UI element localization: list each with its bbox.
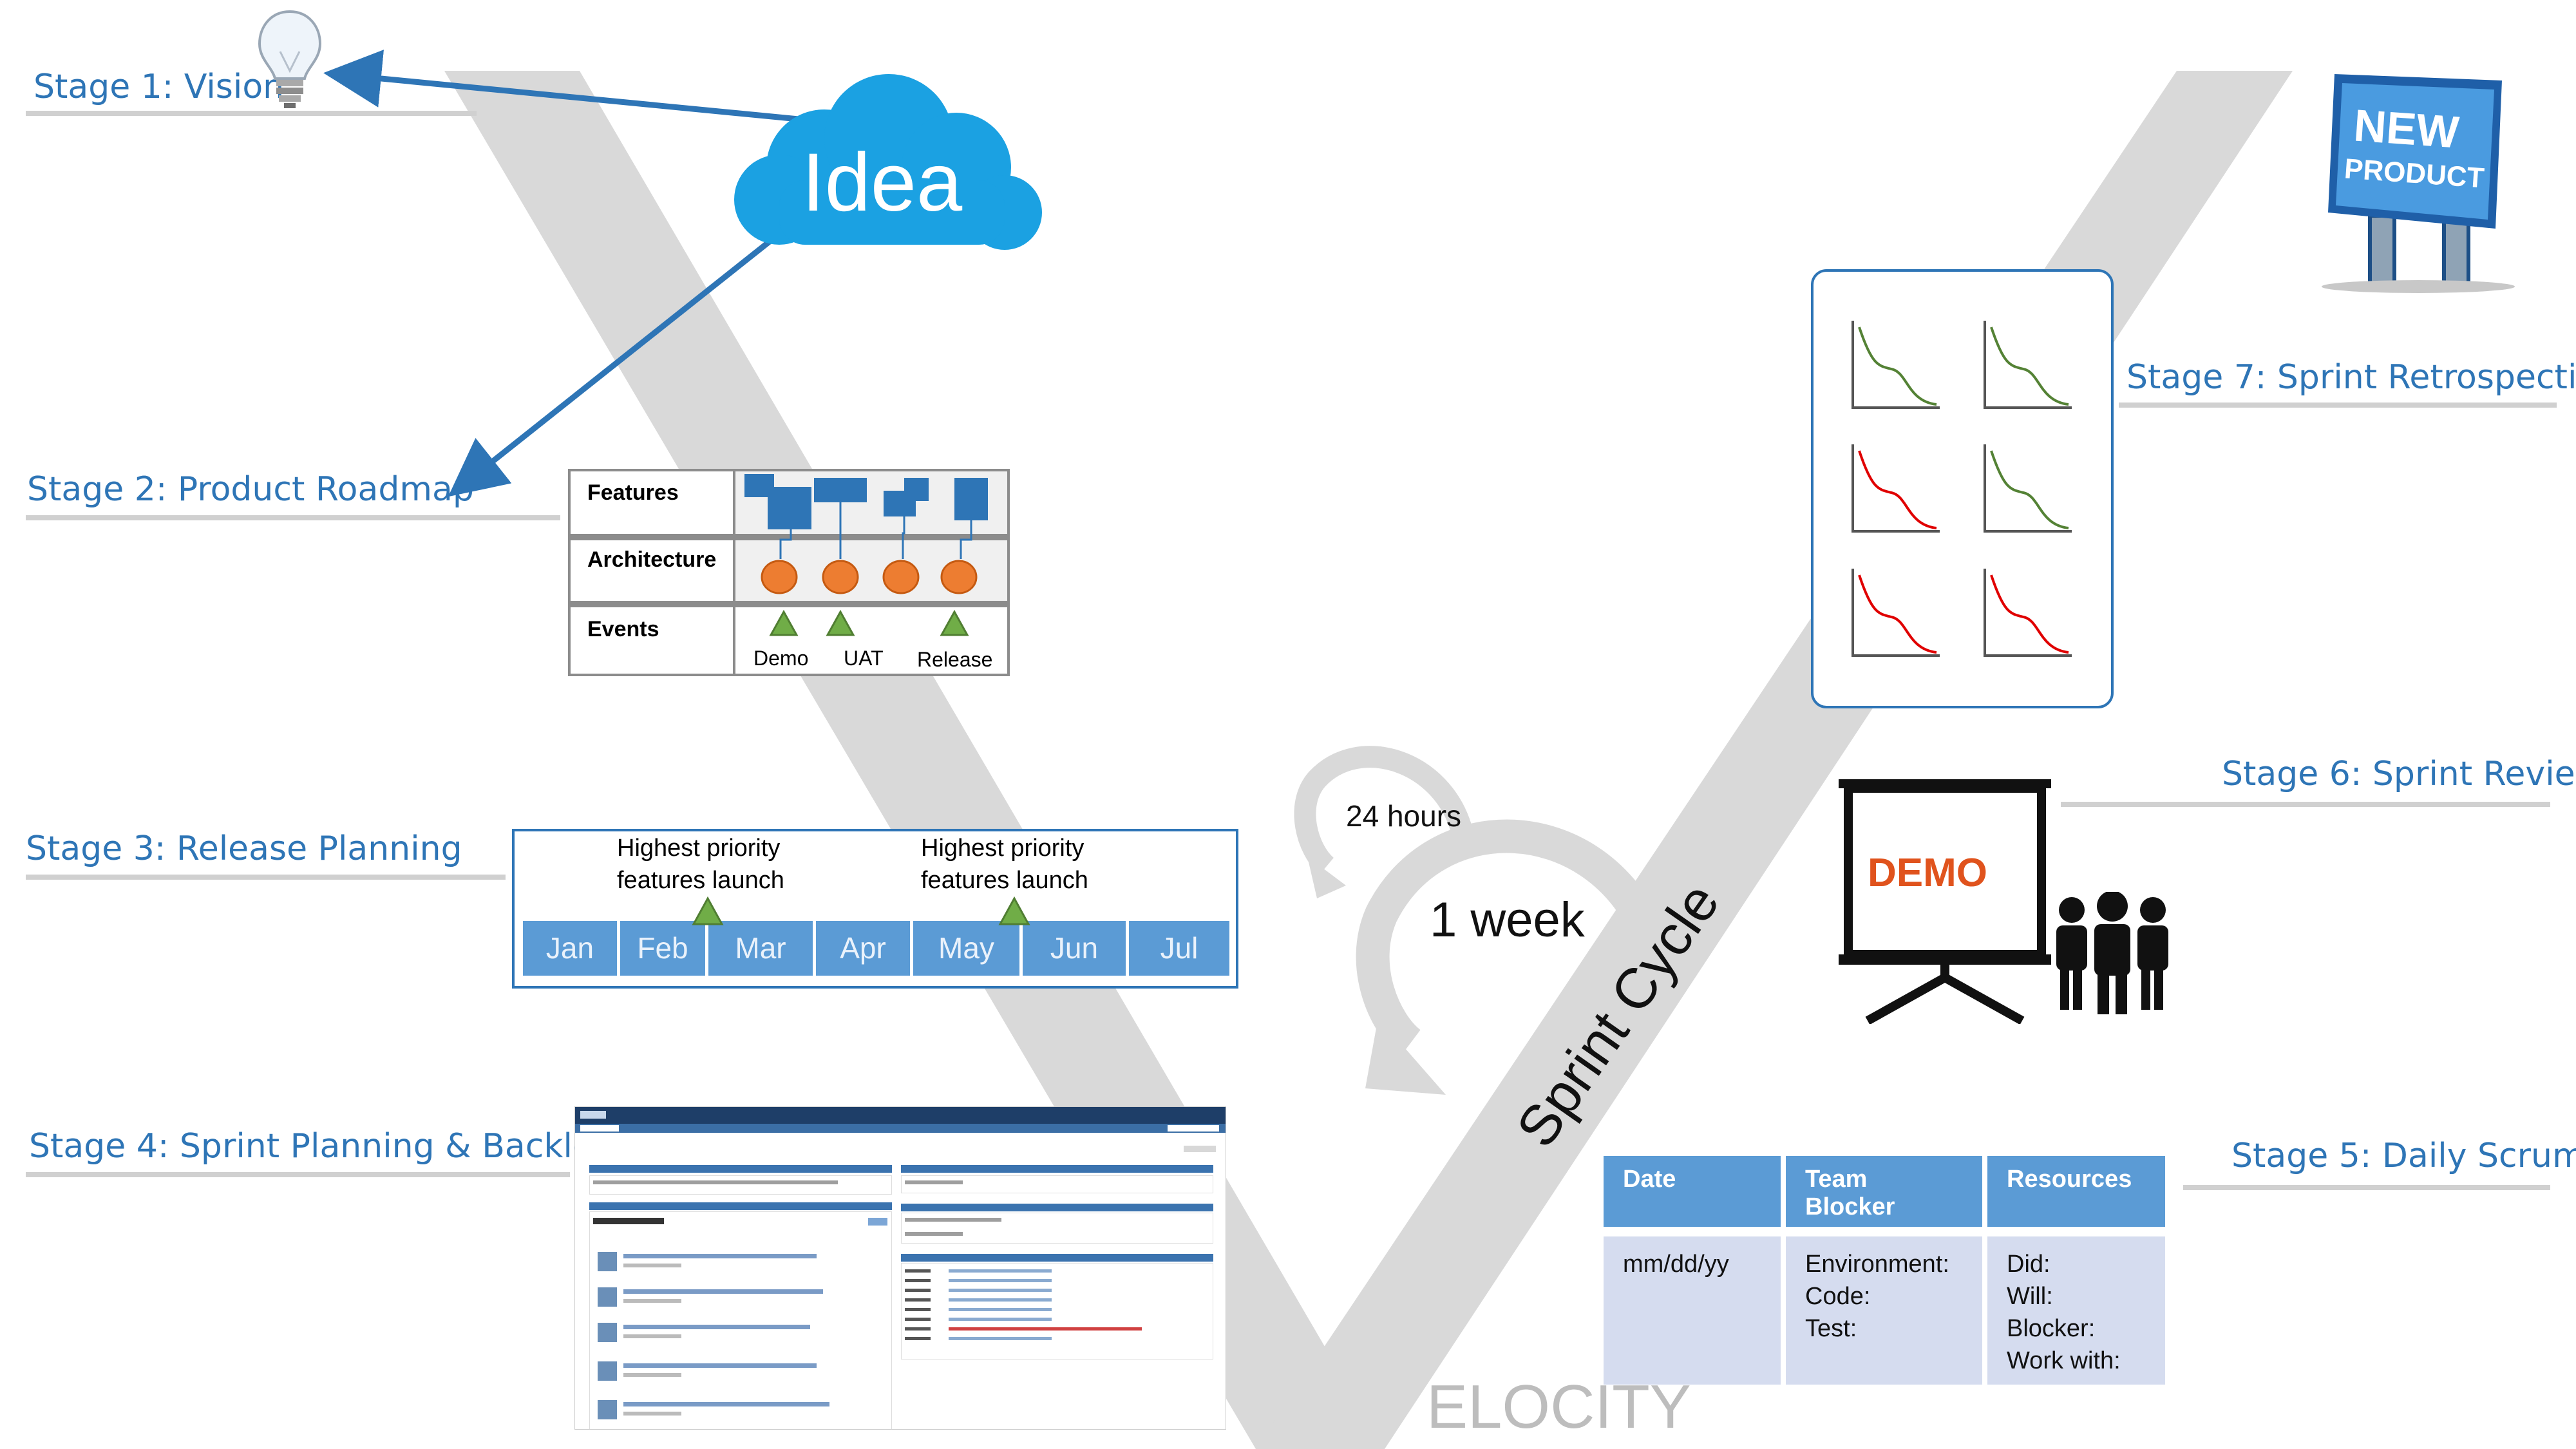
demo-label: DEMO [1868, 851, 1987, 895]
month-mar: Mar [708, 921, 813, 976]
stage-7-underline [2119, 402, 2557, 408]
burndown-chart-2 [1990, 327, 2069, 406]
stage-5-daily-scrum: Stage 5: Daily Scrum [2231, 1137, 2576, 1175]
burndown-chart-6 [1990, 574, 2069, 654]
scrum-cell-date: mm/dd/yy [1604, 1236, 1781, 1385]
roadmap-row-features: Features [587, 480, 679, 505]
burndown-chart-4 [1990, 450, 2069, 529]
stage-2-underline [26, 515, 560, 520]
stage-4-underline [26, 1172, 570, 1177]
product-roadmap-grid: Features Architecture Events [568, 469, 1010, 676]
idea-cloud [734, 74, 1042, 250]
roadmap-features-architecture-shapes [744, 474, 988, 636]
stage-4-sprint-planning: Stage 4: Sprint Planning & Backlog [29, 1127, 614, 1166]
month-jan: Jan [523, 921, 617, 976]
retrospective-panel [1811, 269, 2114, 708]
scrum-header-date: Date [1604, 1156, 1781, 1227]
month-jul: Jul [1129, 921, 1229, 976]
stage-2-product-roadmap: Stage 2: Product Roadmap [27, 470, 474, 509]
new-product-sign-icon [2322, 74, 2515, 293]
burndown-chart-5 [1858, 574, 1937, 654]
roadmap-event-demo: Demo [753, 647, 809, 670]
stage-3-underline [26, 875, 506, 880]
burndown-chart-1 [1858, 327, 1937, 406]
month-jun: Jun [1023, 921, 1126, 976]
team-people-icon [2056, 892, 2168, 1014]
roadmap-event-release: Release [917, 648, 993, 671]
lightbulb-icon [258, 10, 322, 108]
demo-projector-board [1839, 779, 2051, 1024]
scrum-header-team-blocker: Team Blocker [1786, 1156, 1982, 1227]
cycle-1-week: 1 week [1430, 893, 1585, 947]
stage-1-underline [26, 111, 477, 116]
jira-dashboard-screenshot [574, 1106, 1226, 1430]
month-feb: Feb [620, 921, 705, 976]
roadmap-row-events: Events [587, 617, 659, 641]
month-may: May [913, 921, 1019, 976]
month-apr: Apr [816, 921, 910, 976]
scrum-header-resources: Resources [1987, 1156, 2165, 1227]
stage-7-sprint-retrospective: Stage 7: Sprint Retrospective [2126, 358, 2576, 397]
new-product-line1: NEW [2352, 100, 2461, 158]
stage-6-sprint-review: Stage 6: Sprint Review [2222, 755, 2576, 793]
burndown-chart-3 [1858, 450, 1937, 529]
stage-3-release-planning: Stage 3: Release Planning [26, 829, 462, 868]
roadmap-row-architecture: Architecture [587, 547, 717, 572]
cycle-24-hours: 24 hours [1346, 799, 1462, 833]
stage-1-vision: Stage 1: Vision [33, 68, 285, 106]
stage-6-underline [2061, 802, 2550, 807]
release-callout-1: Highest priority features launch [617, 835, 784, 894]
scrum-cell-team-blocker: Environment: Code: Test: [1786, 1236, 1982, 1385]
stage-5-underline [2183, 1185, 2550, 1190]
release-callout-2: Highest priority features launch [921, 835, 1088, 894]
scrum-cell-resources: Did: Will: Blocker: Work with: [1987, 1236, 2165, 1385]
roadmap-event-uat: UAT [844, 647, 884, 670]
retrospective-burndown-charts [1852, 321, 2072, 657]
idea-label: Idea [802, 137, 963, 229]
